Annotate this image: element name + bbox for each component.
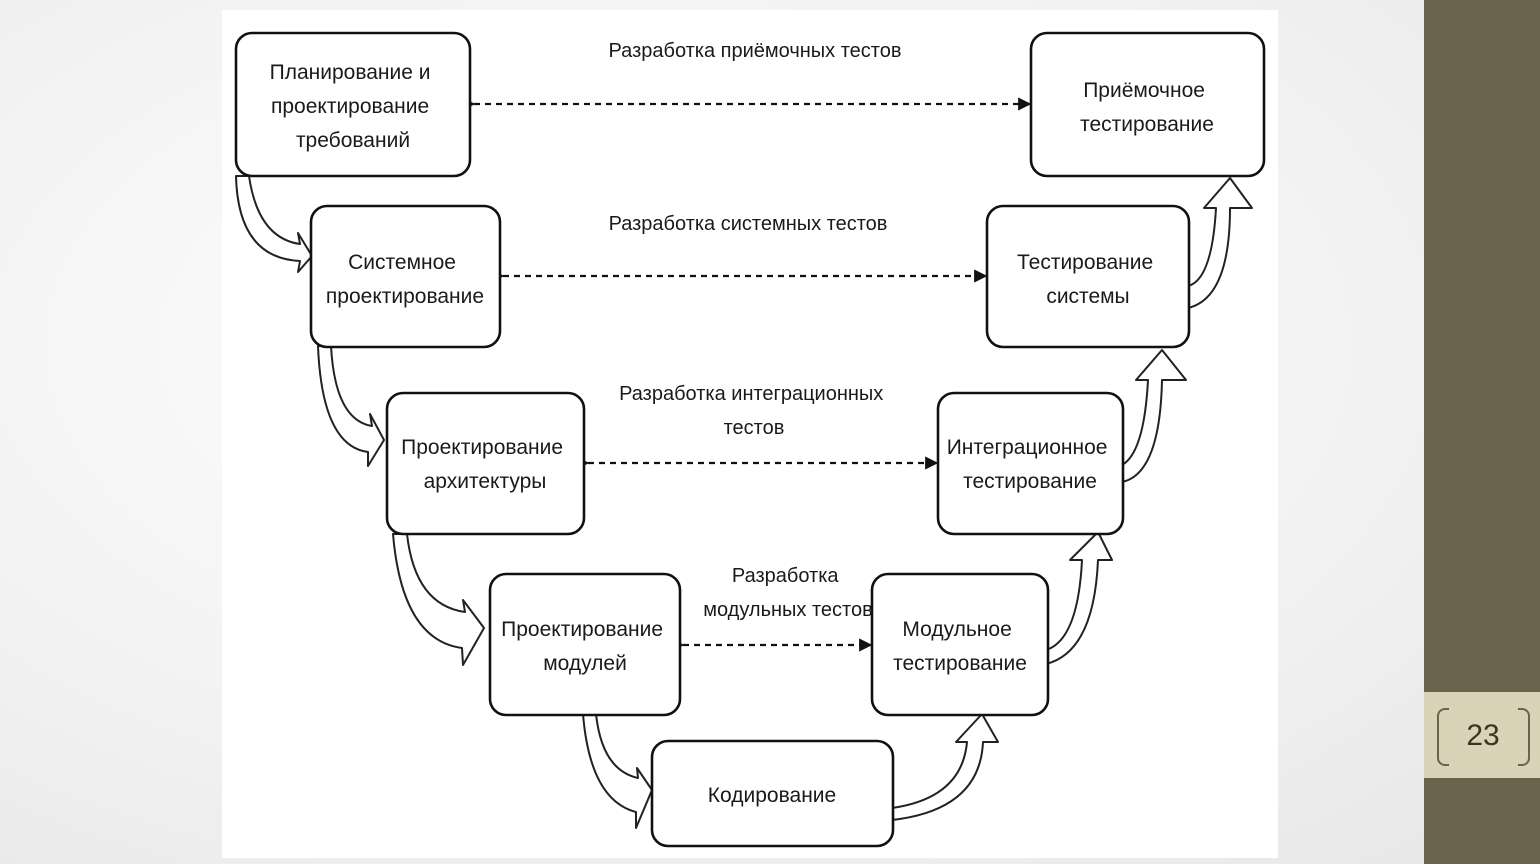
flow-arrow-requirements-to-system: [235, 175, 313, 273]
bracket-left-decoration: [1437, 708, 1449, 766]
svg-text:Тестирование системы: Тестирование системы: [1017, 251, 1159, 308]
label-unit-tests: Разработка модульных тестов: [703, 565, 872, 621]
box-module-design: Проектирование модулей: [488, 572, 682, 717]
flow-arrow-unit-to-integration: [1045, 531, 1113, 665]
flow-arrow-integration-to-system-testing: [1119, 349, 1187, 483]
svg-text:Планирование и проектиро: Планирование и проектирование требований: [270, 61, 437, 152]
flow-arrow-coding-to-unit: [891, 713, 999, 821]
page-number: 23: [1466, 719, 1500, 752]
svg-text:Проектирование архитекту: Проектирование архитектуры: [401, 436, 569, 493]
svg-text:Модульное тестирование: Модульное тестирование: [893, 618, 1027, 675]
flow-arrow-system-to-acceptance: [1187, 177, 1253, 309]
flow-arrow-modules-to-coding: [582, 713, 653, 829]
label-integration-tests: Разработка интеграционных тестов: [619, 383, 889, 439]
label-acceptance-tests: Разработка приёмочных тестов: [609, 40, 902, 62]
svg-text:Интеграционное тестирова: Интеграционное тестирование: [947, 436, 1114, 493]
svg-text:Кодирование: Кодирование: [708, 784, 836, 807]
label-system-tests: Разработка системных тестов: [609, 213, 888, 235]
box-integration-testing: Интеграционное тестирование: [936, 391, 1125, 536]
svg-text:Приёмочное тестирование: Приёмочное тестирование: [1080, 79, 1214, 136]
box-architecture-design: Проектирование архитектуры: [385, 391, 586, 536]
box-coding: Кодирование: [650, 739, 895, 848]
box-system-testing: Тестирование системы: [985, 204, 1191, 349]
box-acceptance-testing: Приёмочное тестирование: [1029, 31, 1266, 178]
box-requirements: Планирование и проектирование требований: [234, 31, 472, 178]
svg-text:Системное проектирование: Системное проектирование: [326, 251, 484, 308]
bracket-right-decoration: [1518, 708, 1530, 766]
svg-text:Проектирование модулей: Проектирование модулей: [501, 618, 669, 675]
box-system-design: Системное проектирование: [309, 204, 502, 349]
flow-arrow-system-to-architecture: [317, 345, 385, 467]
flow-arrow-architecture-to-modules: [392, 533, 485, 666]
box-unit-testing: Модульное тестирование: [870, 572, 1050, 717]
